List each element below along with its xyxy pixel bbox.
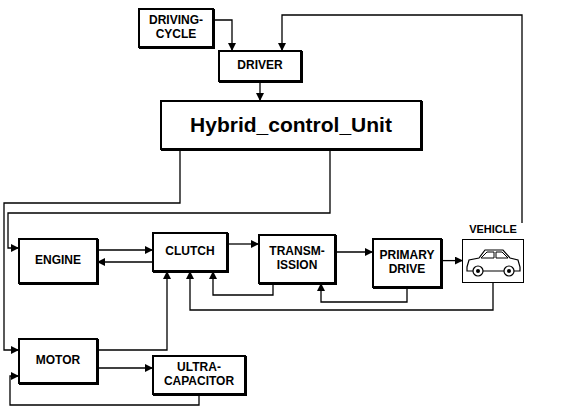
signal-connector xyxy=(98,367,152,368)
node-label: DRIVER xyxy=(237,59,282,73)
node-label: ENGINE xyxy=(35,254,81,268)
vehicle-node: VEHICLE xyxy=(460,223,526,283)
signal-connector xyxy=(98,249,152,250)
component-box: ENGINE xyxy=(18,238,98,284)
node-label: CLUTCH xyxy=(165,245,214,259)
node-label: MOTOR xyxy=(36,354,80,368)
component-box: MOTOR xyxy=(18,338,98,384)
signal-connector xyxy=(228,243,258,244)
node-label: TRANSM-ISSION xyxy=(264,245,330,273)
signal-connector xyxy=(442,260,462,261)
car-illustration xyxy=(463,240,523,282)
node-label: VEHICLE xyxy=(469,223,517,236)
signal-connector xyxy=(214,20,232,50)
input-box: DRIVING-CYCLE xyxy=(138,8,214,48)
signal-connector xyxy=(259,82,260,100)
signal-connector xyxy=(336,251,372,252)
node-label: PRIMARY DRIVE xyxy=(378,249,436,277)
node-label: Hybrid_control_Unit xyxy=(190,113,392,137)
signal-connector xyxy=(98,272,167,350)
controller-box: Hybrid_control_Unit xyxy=(160,100,422,150)
signal-connector xyxy=(190,272,493,310)
component-box: CLUTCH xyxy=(152,232,228,272)
vehicle-frame xyxy=(462,239,524,283)
node-label: DRIVING-CYCLE xyxy=(144,14,208,42)
signal-connector xyxy=(98,261,152,262)
component-box: PRIMARY DRIVE xyxy=(372,238,442,288)
component-box: ULTRA-CAPACITOR xyxy=(152,355,246,395)
node-label: ULTRA-CAPACITOR xyxy=(158,361,240,389)
component-box: TRANSM-ISSION xyxy=(258,234,336,284)
process-box: DRIVER xyxy=(218,50,302,82)
